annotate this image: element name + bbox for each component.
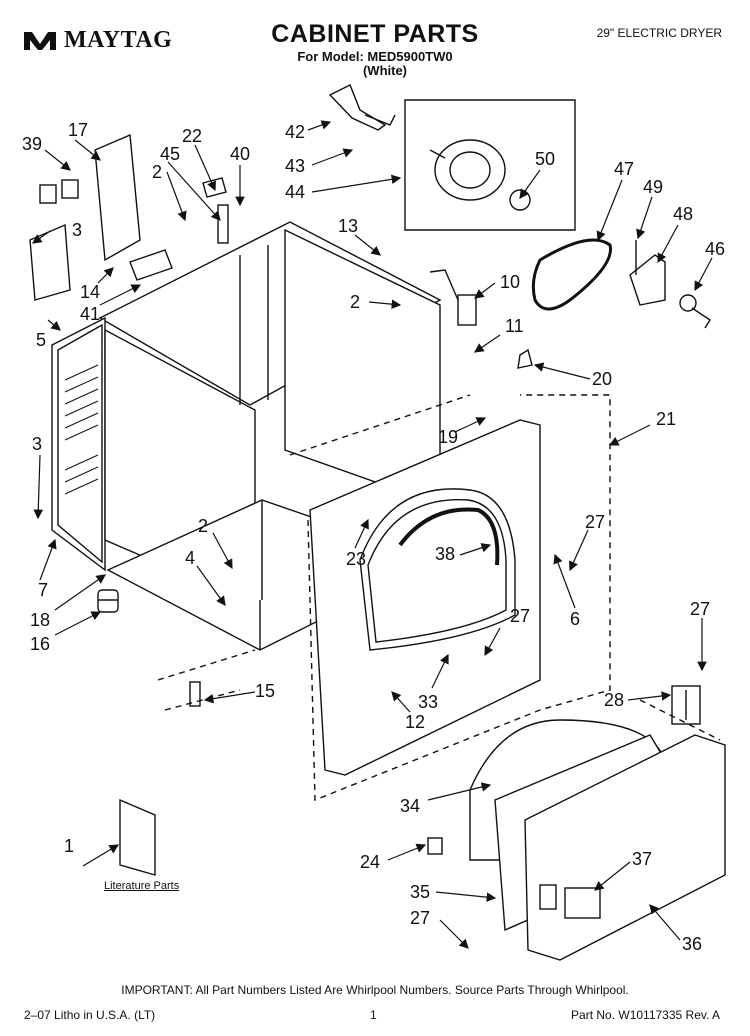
callout-38: 38 — [435, 544, 455, 564]
callout-labels: 1 2 2 2 3 3 4 5 6 7 10 11 12 13 14 15 16… — [22, 120, 725, 954]
callout-13: 13 — [338, 216, 358, 236]
model-line: For Model: MED5900TW0 — [297, 49, 453, 64]
literature-parts-label: Literature Parts — [104, 880, 180, 892]
callout-5: 5 — [36, 330, 46, 350]
maytag-logo: MAYTAG — [22, 27, 172, 54]
callout-42: 42 — [285, 122, 305, 142]
callout-48: 48 — [673, 204, 693, 224]
callout-21: 21 — [656, 409, 676, 429]
callout-36: 36 — [682, 934, 702, 954]
callout-45: 45 — [160, 144, 180, 164]
callout-2: 2 — [350, 292, 360, 312]
product-type: 29" ELECTRIC DRYER — [596, 26, 722, 40]
callout-34: 34 — [400, 796, 420, 816]
callout-27: 27 — [510, 606, 530, 626]
callout-22: 22 — [182, 126, 202, 146]
callout-49: 49 — [643, 177, 663, 197]
page-title: CABINET PARTS — [271, 20, 479, 48]
leader-lines — [32, 120, 713, 949]
callout-33: 33 — [418, 692, 438, 712]
callout-12: 12 — [405, 712, 425, 732]
callout-28: 28 — [604, 690, 624, 710]
important-note: IMPORTANT: All Part Numbers Listed Are W… — [121, 983, 629, 997]
callout-3: 3 — [32, 434, 42, 454]
callout-20: 20 — [592, 369, 612, 389]
page-number: 1 — [370, 1008, 377, 1022]
callout-23: 23 — [346, 549, 366, 569]
callout-43: 43 — [285, 156, 305, 176]
callout-6: 6 — [570, 609, 580, 629]
callout-40: 40 — [230, 144, 250, 164]
litho-info: 2–07 Litho in U.S.A. (LT) — [24, 1008, 156, 1022]
callout-15: 15 — [255, 681, 275, 701]
callout-41: 41 — [80, 304, 100, 324]
callout-24: 24 — [360, 852, 380, 872]
callout-47: 47 — [614, 159, 634, 179]
callout-37: 37 — [632, 849, 652, 869]
callout-17: 17 — [68, 120, 88, 140]
callout-27: 27 — [585, 512, 605, 532]
callout-10: 10 — [500, 272, 520, 292]
callout-4: 4 — [185, 548, 195, 568]
callout-50: 50 — [535, 149, 555, 169]
callout-11: 11 — [505, 316, 524, 336]
brand-name: MAYTAG — [64, 27, 173, 53]
part-number: Part No. W10117335 Rev. A — [571, 1008, 720, 1022]
callout-14: 14 — [80, 282, 100, 302]
callout-19: 19 — [438, 427, 458, 447]
callout-35: 35 — [410, 882, 430, 902]
callout-44: 44 — [285, 182, 305, 202]
callout-16: 16 — [30, 634, 50, 654]
maytag-logo-mark-icon — [24, 31, 56, 50]
callout-2: 2 — [198, 516, 208, 536]
callout-39: 39 — [22, 134, 42, 154]
callout-1: 1 — [64, 836, 74, 856]
callout-2: 2 — [152, 162, 162, 182]
callout-7: 7 — [38, 580, 48, 600]
callout-18: 18 — [30, 610, 50, 630]
color-line: (White) — [362, 63, 408, 78]
callout-27: 27 — [410, 908, 430, 928]
callout-3: 3 — [72, 220, 82, 240]
callout-46: 46 — [705, 239, 725, 259]
cabinet-drawing — [29, 84, 726, 961]
callout-27: 27 — [690, 599, 710, 619]
